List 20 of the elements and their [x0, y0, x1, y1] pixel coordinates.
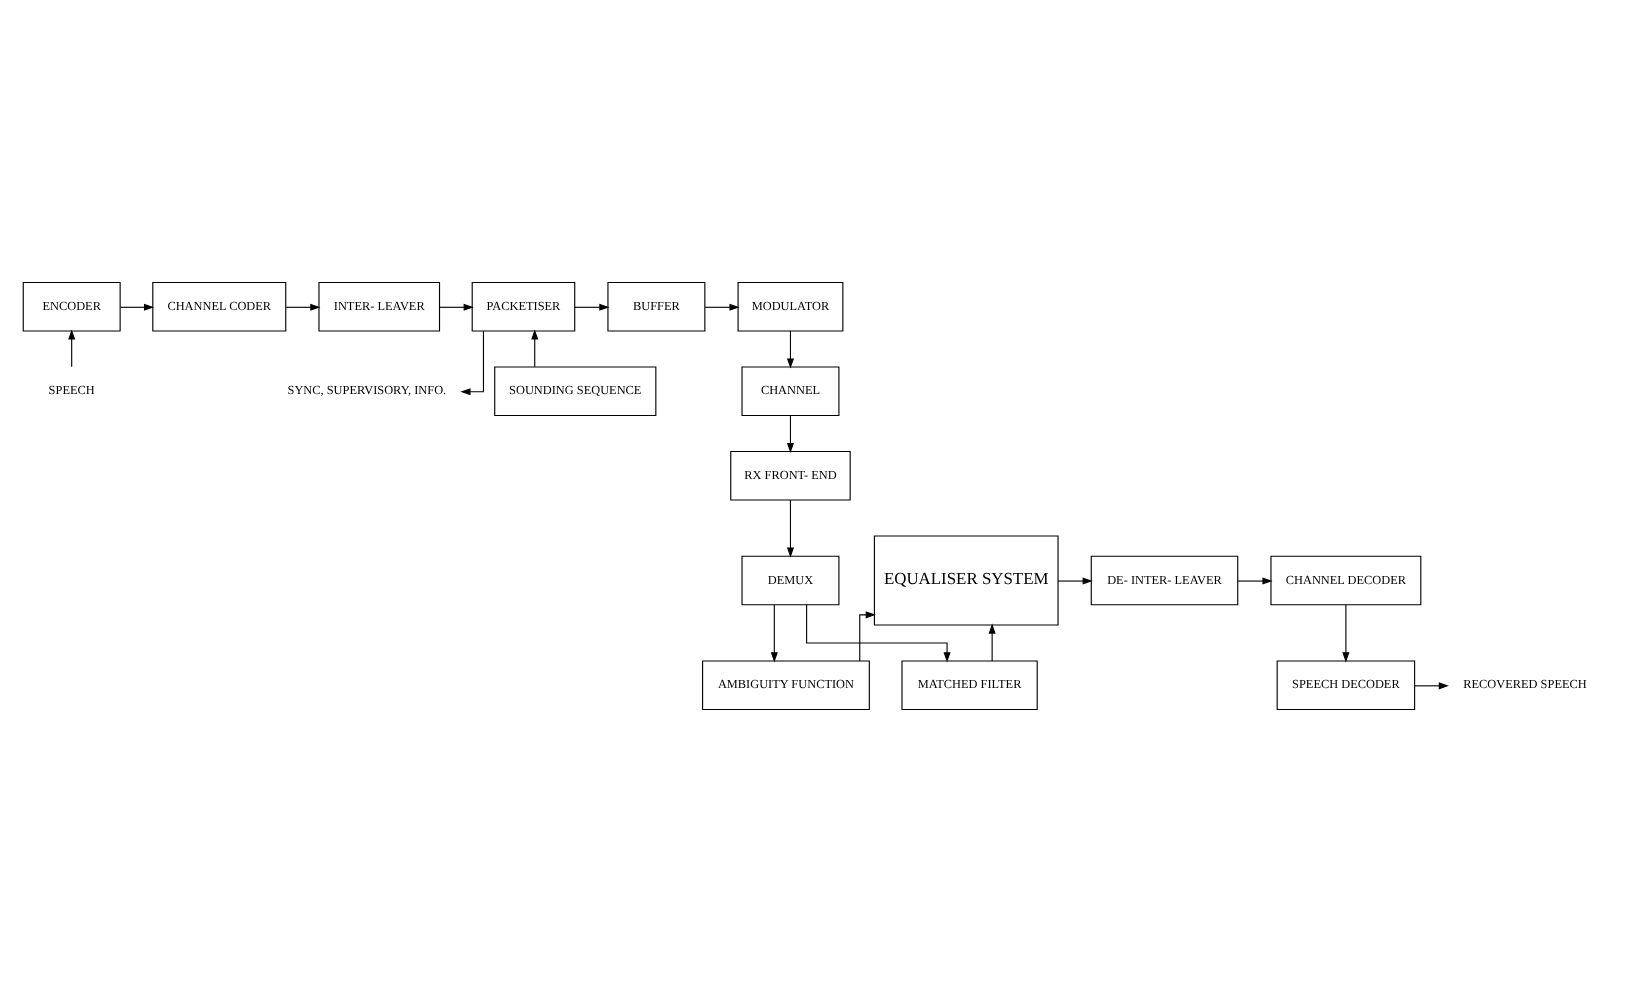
arrow [1237, 576, 1273, 584]
arrow [704, 302, 740, 310]
node-box: EQUALISER SYSTEM [873, 534, 1059, 625]
arrow [1057, 576, 1093, 584]
arrow [786, 329, 795, 368]
arrow [1414, 681, 1449, 689]
arrow [439, 302, 474, 310]
arrow [68, 328, 76, 367]
arrow [859, 610, 876, 661]
arrow [786, 498, 795, 557]
arrow [1342, 603, 1350, 662]
arrow [460, 329, 485, 395]
arrow [119, 302, 155, 310]
arrow [574, 302, 610, 310]
arrow [770, 603, 778, 662]
arrow [806, 603, 951, 662]
arrow [786, 414, 795, 453]
arrow [285, 302, 321, 310]
arrow [531, 328, 539, 367]
arrow [988, 622, 996, 661]
